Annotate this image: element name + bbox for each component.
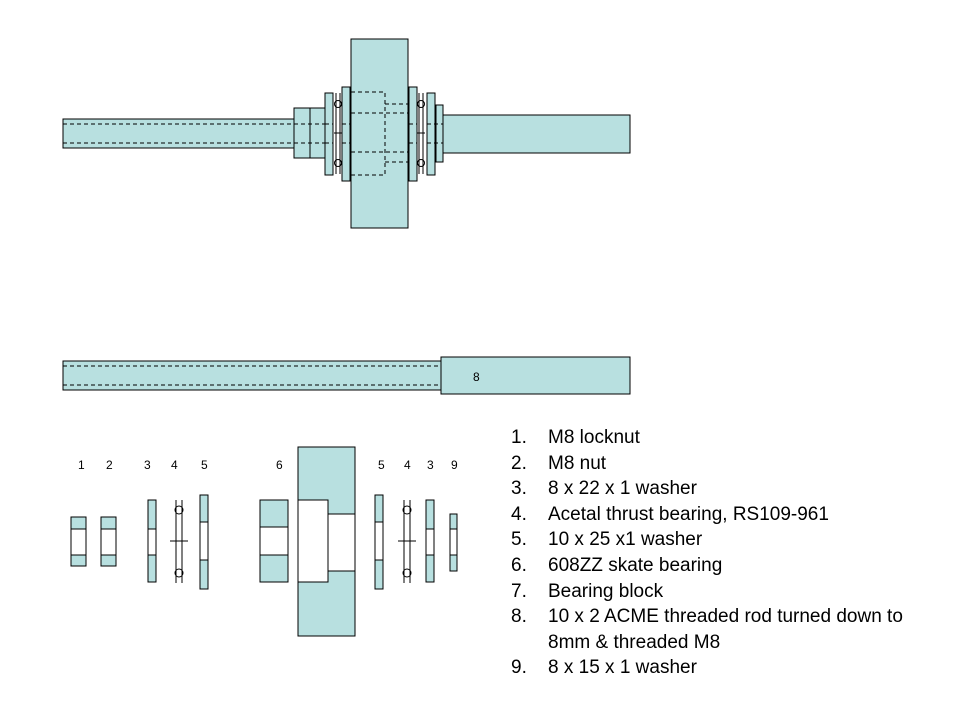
- assembled-shaft-right: [442, 114, 631, 154]
- rod-label: 8: [473, 370, 480, 384]
- assembled-washer-left-1: [324, 92, 334, 176]
- parts-list-item: 8. 10 x 2 ACME threaded rod turned down t…: [511, 604, 908, 655]
- part-3-washer-right: [425, 499, 435, 583]
- assembled-washer-right-3: [435, 104, 444, 163]
- part-description: M8 nut: [548, 452, 607, 474]
- part-number: 9.: [511, 657, 527, 679]
- part-number: 7.: [511, 580, 527, 602]
- part-number: 5.: [511, 529, 527, 551]
- part-description: Bearing block: [548, 580, 664, 602]
- part-2-nut: [100, 516, 117, 567]
- rod-acme-section: [440, 356, 631, 395]
- rod-turned-section: [62, 360, 442, 391]
- parts-list-item: 5. 10 x 25 x1 washer: [511, 527, 908, 553]
- assembled-nut: [309, 107, 326, 159]
- assembled-washer-right-2: [426, 92, 436, 176]
- exploded-label: 4: [171, 458, 178, 472]
- parts-list-item: 6. 608ZZ skate bearing: [511, 553, 908, 579]
- part-number: 1.: [511, 427, 527, 448]
- part-description: 8 x 15 x 1 washer: [548, 657, 697, 679]
- exploded-label: 5: [201, 458, 208, 472]
- assembled-bearing-block: [350, 38, 409, 229]
- exploded-label: 6: [276, 458, 283, 472]
- part-5-washer: [199, 494, 209, 590]
- assembled-washer-right-1: [408, 86, 418, 182]
- exploded-label: 2: [106, 458, 113, 472]
- assembled-locknut: [293, 107, 311, 159]
- parts-list-item: 4. Acetal thrust bearing, RS109-961: [511, 502, 908, 528]
- part-description: M8 locknut: [548, 427, 640, 448]
- part-description: 10 x 2 ACME threaded rod turned down to …: [548, 606, 903, 653]
- assembled-washer-left-2: [341, 86, 351, 182]
- exploded-label: 4: [404, 458, 411, 472]
- parts-list-item: 2. M8 nut: [511, 451, 908, 477]
- part-7-bearing-block: [297, 446, 356, 637]
- exploded-label: 3: [427, 458, 434, 472]
- part-1-locknut: [70, 516, 87, 567]
- assembled-view: [62, 38, 631, 229]
- assembled-thrust-bearing-left: [334, 93, 342, 174]
- part-description: 10 x 25 x1 washer: [548, 529, 703, 551]
- part-number: 6.: [511, 554, 527, 576]
- part-6-skate-bearing: [259, 499, 289, 583]
- parts-list-item: 9. 8 x 15 x 1 washer: [511, 655, 908, 681]
- parts-list-item: 1. M8 locknut: [511, 425, 908, 451]
- part-description: 8 x 22 x 1 washer: [548, 478, 697, 500]
- part-number: 4.: [511, 503, 527, 525]
- assembled-thrust-bearing-right: [417, 93, 425, 174]
- exploded-label: 1: [78, 458, 85, 472]
- parts-list: 1. M8 locknut 2. M8 nut 3. 8 x 22 x 1 washe…: [511, 425, 908, 681]
- parts-list-item: 3. 8 x 22 x 1 washer: [511, 476, 908, 502]
- part-4-thrust-bearing: [170, 500, 188, 583]
- parts-list-item: 7. Bearing block: [511, 579, 908, 605]
- threaded-rod-view: 8: [62, 356, 631, 395]
- part-number: 3.: [511, 478, 527, 500]
- part-number: 8.: [511, 606, 527, 628]
- part-5-washer-right: [374, 494, 384, 590]
- part-description: Acetal thrust bearing, RS109-961: [548, 503, 829, 525]
- exploded-label: 5: [378, 458, 385, 472]
- part-number: 2.: [511, 452, 527, 474]
- part-3-washer: [147, 499, 157, 583]
- exploded-label: 9: [451, 458, 458, 472]
- assembled-shaft-left: [62, 118, 326, 149]
- exploded-label: 3: [144, 458, 151, 472]
- part-description: 608ZZ skate bearing: [548, 554, 723, 576]
- part-4-thrust-bearing-right: [398, 500, 416, 583]
- exploded-view: 1 2 3 4 5 6 7 5 4 3 9: [70, 446, 458, 637]
- part-9-washer: [449, 513, 458, 572]
